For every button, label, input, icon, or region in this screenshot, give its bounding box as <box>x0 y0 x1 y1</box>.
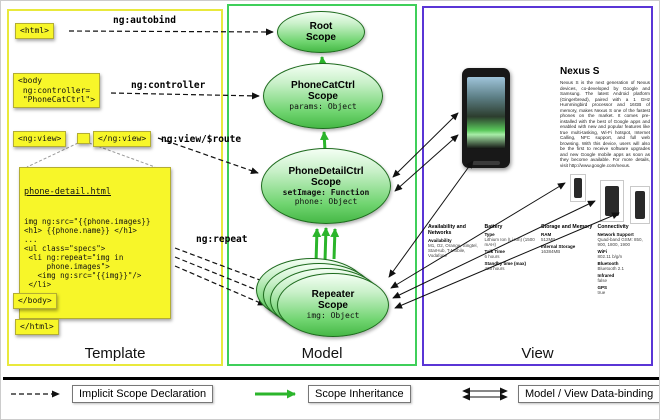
spec-value: 428 hours <box>484 266 505 271</box>
annotation-autobind: ng:autobind <box>113 15 176 26</box>
scope-repeater: Repeater Scope img: Object <box>277 273 389 337</box>
spec-col-storage: Storage and Memory RAM 512MB Internal St… <box>541 224 594 297</box>
spec-col-battery: Battery Type Lithium Ion (Li-Ion) (1500 … <box>485 224 538 297</box>
scope-repeater-type: Scope <box>317 300 348 312</box>
spec-value: true <box>597 290 606 295</box>
template-panel-label: Template <box>84 345 146 362</box>
dashed-arrow-icon <box>11 390 60 398</box>
code-phone-detail-body: img ng:src="{{phone.images}} <h1> {{phon… <box>24 217 151 298</box>
spec-header: Battery <box>484 224 503 230</box>
spec-value: false <box>597 278 608 283</box>
spec-header: Availability and Networks <box>428 224 466 236</box>
ngview-placeholder-box <box>77 133 90 144</box>
phone-thumbnail[interactable] <box>600 180 624 222</box>
scope-phonecatctrl-type: Scope <box>307 91 338 103</box>
code-html-open: <html> <box>15 23 54 39</box>
code-body-close: </body> <box>13 293 57 309</box>
annotation-controller: ng:controller <box>131 80 206 91</box>
phone-thumbnail-image <box>634 191 646 219</box>
legend-scope-inheritance-label: Scope Inheritance <box>308 385 411 403</box>
scope-phonedetailctrl: PhoneDetailCtrl Scope setImage: Function… <box>261 148 391 224</box>
phone-screen <box>467 77 505 149</box>
phone-thumbnail-image <box>605 185 619 217</box>
spec-value: M1, O2, Orange, Singtel, StarHub, T-Mobi… <box>428 243 478 258</box>
scope-root-name: Root <box>309 21 333 32</box>
annotation-view-route: ng:view/$route <box>161 134 242 145</box>
spec-col-availability: Availability and Networks Availability M… <box>428 224 481 297</box>
view-panel: Nexus S Nexus S is the next generation o… <box>422 6 653 366</box>
code-phone-detail: phone-detail.html img ng:src="{{phone.im… <box>19 167 171 319</box>
spec-value: 802.11 b/g/n <box>597 254 623 259</box>
scope-repeater-prop: img: Object <box>306 311 360 321</box>
legend-implicit-scope-label: Implicit Scope Declaration <box>72 385 214 403</box>
spec-value: 512MB <box>541 237 556 242</box>
scope-repeater-name: Repeater <box>311 289 355 301</box>
scope-root: Root Scope <box>277 11 365 53</box>
legend-data-binding: Model / View Data-binding <box>459 385 659 403</box>
legend-scope-inheritance: Scope Inheritance <box>253 385 411 403</box>
scope-phonecatctrl: PhoneCatCtrl Scope params: Object <box>263 63 383 129</box>
data-binding-arrow-icon <box>462 387 508 401</box>
product-description: Nexus S is the next generation of Nexus … <box>560 80 650 168</box>
phone-thumbnail-image <box>573 178 583 198</box>
scope-phonedetailctrl-prop-setimage: setImage: Function <box>282 187 370 197</box>
code-ngview-close: </ng:view> <box>93 131 152 147</box>
green-arrow-icon <box>255 389 296 399</box>
view-panel-label: View <box>521 345 554 362</box>
phone-thumbnail[interactable] <box>570 174 586 202</box>
spec-value: Bluetooth 2.1 <box>597 266 625 271</box>
spec-value: Lithium Ion (Li-Ion) (1500 mAH) <box>484 237 535 247</box>
annotation-repeat: ng:repeat <box>196 234 248 245</box>
spec-header: Storage and Memory <box>541 224 593 230</box>
product-title: Nexus S <box>560 66 600 77</box>
legend-separator <box>3 377 659 380</box>
phone-button-bar <box>472 161 500 165</box>
scope-phonecatctrl-name: PhoneCatCtrl <box>291 80 355 92</box>
template-panel: Template <box>7 9 223 366</box>
code-phone-detail-title: phone-detail.html <box>24 187 111 197</box>
spec-value: Quad-band GSM: 850, 900, 1800, 1900 <box>597 237 643 247</box>
spec-value: 16384MB <box>541 249 561 254</box>
scope-phonedetailctrl-prop-phone: phone: Object <box>294 197 358 206</box>
spec-header: Connectivity <box>597 224 629 230</box>
scope-phonecatctrl-prop: params: Object <box>289 102 357 112</box>
spec-col-connectivity: Connectivity Network Support Quad-band G… <box>598 224 651 297</box>
model-panel-label: Model <box>301 345 343 362</box>
code-ngview-open: <ng:view> <box>13 131 67 147</box>
code-body-open: <body ng:controller= "PhoneCatCtrl"> <box>13 73 101 108</box>
scope-root-type: Scope <box>305 32 336 43</box>
code-html-close: </html> <box>15 319 59 335</box>
scope-phonedetailctrl-type: Scope <box>310 176 341 188</box>
legend-data-binding-label: Model / View Data-binding <box>518 385 659 403</box>
spec-table: Availability and Networks Availability M… <box>428 224 650 297</box>
spec-value: 6 hours <box>484 254 500 259</box>
legend-implicit-scope: Implicit Scope Declaration <box>9 385 214 403</box>
phone-image <box>462 68 510 168</box>
scope-phonedetailctrl-name: PhoneDetailCtrl <box>288 165 364 177</box>
phone-thumbnail[interactable] <box>630 186 650 224</box>
